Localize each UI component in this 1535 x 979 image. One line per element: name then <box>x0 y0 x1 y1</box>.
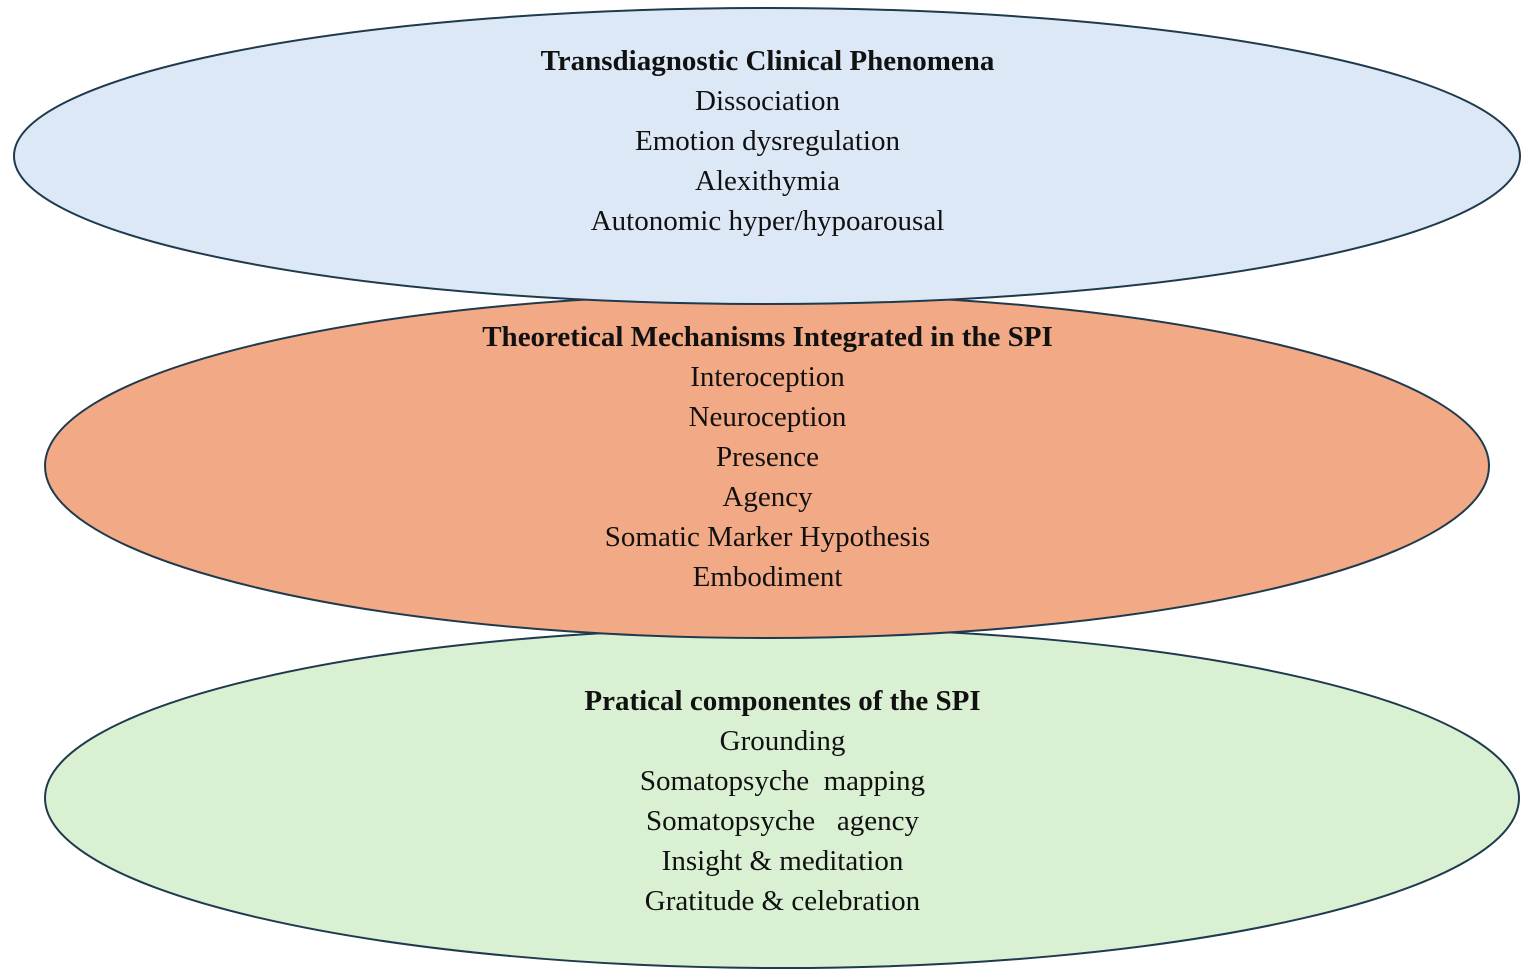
list-item: Presence <box>715 441 820 473</box>
practical-components-title: Pratical componentes of the SPI <box>584 685 981 717</box>
list-item: Somatopsyche mapping <box>639 765 926 797</box>
list-item: Dissociation <box>695 85 840 117</box>
list-item: Somatic Marker Hypothesis <box>604 521 931 553</box>
theoretical-mechanisms-block: Theoretical Mechanisms Integrated in the… <box>0 317 1535 597</box>
list-item: Gratitude & celebration <box>644 885 921 917</box>
clinical-phenomena-block: Transdiagnostic Clinical Phenomena Disso… <box>0 41 1535 241</box>
list-item: Interoception <box>690 361 845 393</box>
list-item: Emotion dysregulation <box>635 125 900 157</box>
list-item: Insight & meditation <box>661 845 904 877</box>
list-item: Grounding <box>719 725 846 757</box>
clinical-phenomena-ellipse <box>13 7 1521 305</box>
practical-components-block: Pratical componentes of the SPI Groundin… <box>0 681 1535 921</box>
list-item: Agency <box>722 481 813 513</box>
list-item: Autonomic hyper/hypoarousal <box>590 205 945 237</box>
list-item: Somatopsyche agency <box>645 805 919 837</box>
list-item: Alexithymia <box>695 165 840 197</box>
theoretical-mechanisms-title: Theoretical Mechanisms Integrated in the… <box>482 321 1053 353</box>
clinical-phenomena-title: Transdiagnostic Clinical Phenomena <box>540 45 995 77</box>
list-item: Embodiment <box>692 561 843 593</box>
list-item: Neuroception <box>688 401 847 433</box>
